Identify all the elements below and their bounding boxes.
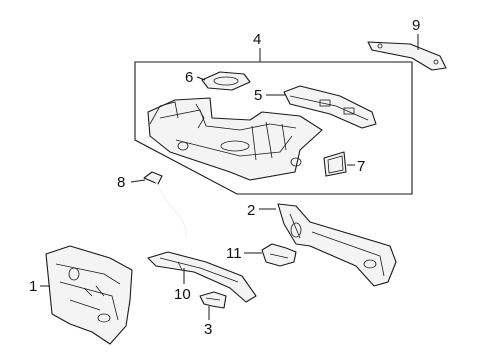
panel-2: 2 [247, 202, 397, 287]
bracket-9: 9 [367, 17, 447, 71]
bracket-11: 11 [226, 243, 297, 267]
assembly-box [134, 61, 413, 195]
callout-label-5: 5 [254, 87, 262, 104]
callout-label-9: 9 [412, 17, 420, 34]
callout-label-8: 8 [117, 174, 125, 191]
callout-4: 4 [253, 31, 261, 62]
callout-label-10: 10 [174, 286, 191, 303]
rod-8: 8 [117, 171, 187, 237]
callout-label-3: 3 [204, 321, 212, 338]
callout-label-2: 2 [247, 202, 255, 219]
callout-label-1: 1 [29, 278, 37, 295]
rail-10: 10 [147, 251, 257, 303]
floor-plug-6: 6 [185, 69, 251, 91]
pad-7: 7 [323, 151, 365, 177]
callout-label-11: 11 [226, 245, 242, 262]
callout-label-4: 4 [253, 31, 261, 48]
clip-3: 3 [199, 291, 227, 338]
panel-1: 1 [29, 245, 133, 345]
rear-floor-pan [147, 97, 323, 181]
crossmember-5: 5 [254, 85, 377, 129]
callout-label-6: 6 [185, 69, 193, 86]
callout-label-7: 7 [357, 158, 365, 175]
